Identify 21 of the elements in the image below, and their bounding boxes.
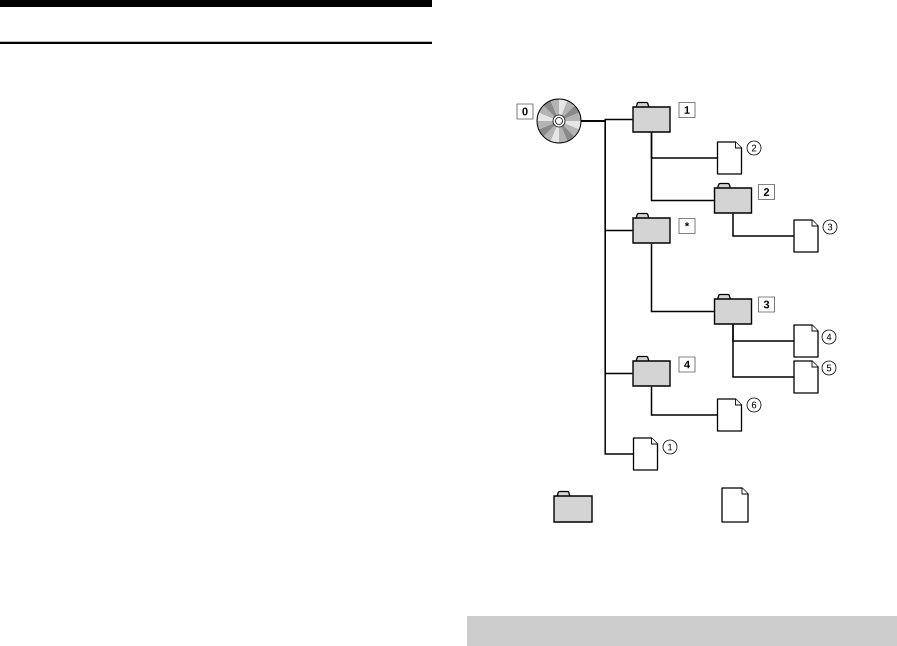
connector-line <box>581 120 634 455</box>
circled-number: 4 <box>822 330 836 344</box>
number-tag: * <box>678 218 696 234</box>
circled-number: 2 <box>746 140 762 156</box>
file-icon <box>721 487 749 523</box>
circled-number: 3 <box>822 220 838 234</box>
section-bar <box>467 616 897 646</box>
folder-icon <box>553 490 593 523</box>
connector-line <box>650 132 714 202</box>
connector-line <box>650 244 714 312</box>
circled-number: 1 <box>662 440 678 454</box>
connector-line <box>650 386 718 416</box>
number-tag: 1 <box>678 102 696 118</box>
connector-line <box>732 214 794 237</box>
number-tag: 3 <box>758 296 775 312</box>
number-tag: 2 <box>758 184 775 200</box>
circled-number: 6 <box>746 398 762 412</box>
number-tag: 4 <box>678 356 696 372</box>
connector-line <box>732 324 794 378</box>
circled-number: 5 <box>822 360 836 376</box>
number-tag: 0 <box>516 104 534 120</box>
